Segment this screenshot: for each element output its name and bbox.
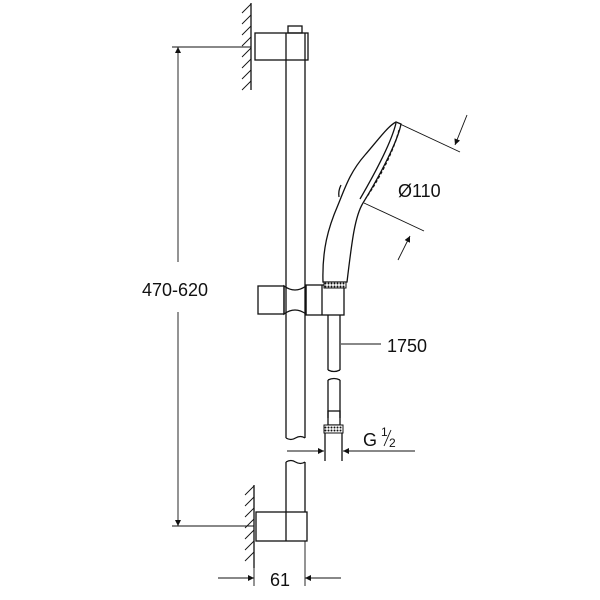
bottom-wall: [244, 485, 255, 568]
hatch-line: [244, 529, 255, 540]
thread-label: G: [363, 430, 377, 450]
hatch-line: [241, 3, 252, 14]
hatch-line: [241, 14, 252, 25]
hatch-line: [241, 36, 252, 47]
thread-denominator: 2: [389, 436, 396, 450]
wall-offset-dimension: 61: [218, 541, 341, 590]
bottom-bracket: [255, 511, 308, 542]
hatch-line: [244, 485, 255, 496]
rail-adjust-label: 470-620: [142, 280, 208, 300]
slider-holder[interactable]: [257, 284, 345, 316]
hatch-line: [244, 496, 255, 507]
hose-length-label: 1750: [387, 336, 427, 356]
top-wall: [241, 3, 252, 91]
hatch-line: [241, 25, 252, 36]
hatch-line: [241, 69, 252, 80]
hatch-line: [244, 551, 255, 562]
hatch-line: [241, 47, 252, 58]
slide-rail: [285, 33, 306, 512]
hatch-line: [241, 80, 252, 91]
thread-numerator: 1: [381, 425, 388, 439]
hatch-line: [244, 518, 255, 529]
hand-shower: [322, 121, 402, 289]
top-bracket: [254, 25, 309, 61]
thread-dimension: G 1 2: [287, 425, 415, 454]
rail-adjust-dimension: 470-620: [142, 46, 254, 527]
wall-offset-label: 61: [270, 570, 290, 590]
head-diameter-label: Ø110: [398, 181, 441, 201]
hatch-line: [244, 540, 255, 551]
hose: [323, 315, 344, 461]
hatch-line: [241, 58, 252, 69]
hose-length-dimension: 1750: [341, 336, 427, 356]
hatch-line: [244, 507, 255, 518]
head-diameter-dimension: Ø110: [363, 114, 468, 261]
